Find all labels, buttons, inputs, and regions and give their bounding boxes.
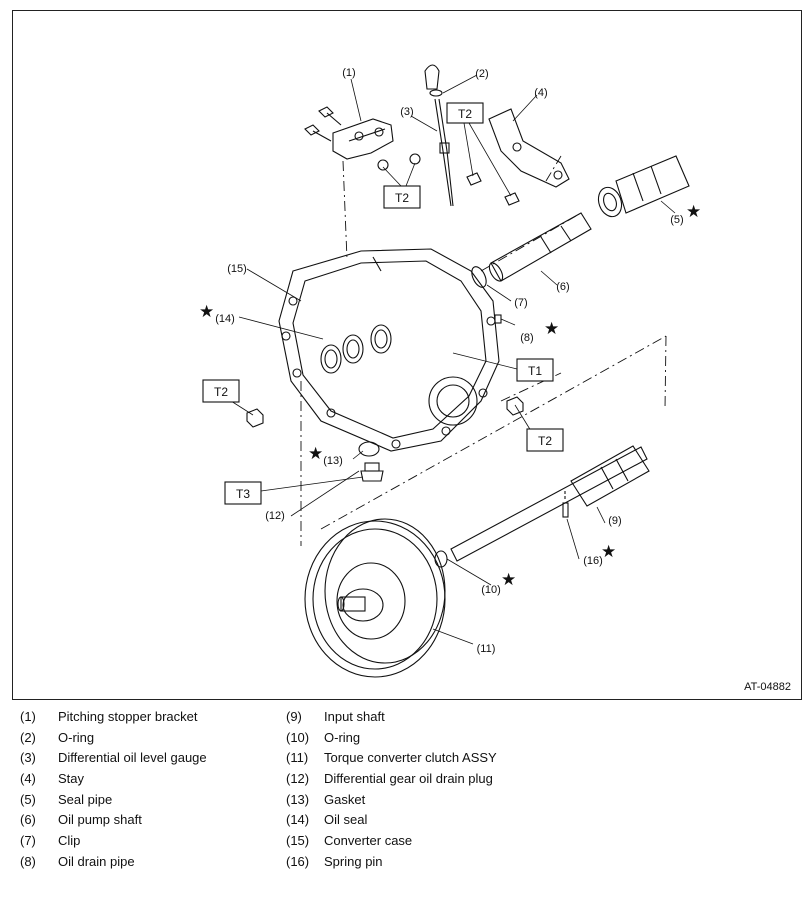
parts-legend: (1)Pitching stopper bracket (2)O-ring (3…: [0, 706, 810, 896]
clip: [471, 266, 487, 288]
callout-16: (16): [583, 555, 603, 567]
star-icon: ★: [686, 202, 701, 222]
legend-row: (3)Differential oil level gauge: [20, 750, 207, 766]
star-icon: ★: [501, 570, 516, 590]
bolt-right: [506, 396, 524, 416]
legend-row: (9)Input shaft: [286, 708, 385, 724]
leader-lines: [230, 74, 676, 645]
star-icon: ★: [199, 302, 214, 322]
callout-6: (6): [556, 281, 569, 293]
stay: [466, 108, 570, 206]
svg-text:T3: T3: [236, 487, 250, 501]
legend-row: (5)Seal pipe: [20, 791, 113, 807]
callout-14: (14): [215, 313, 235, 325]
torque-label-t1: T1: [516, 358, 554, 382]
legend-row: (16)Spring pin: [286, 853, 383, 869]
callout-9: (9): [608, 515, 621, 527]
legend-row: (2)O-ring: [20, 729, 95, 745]
callout-2: (2): [475, 68, 488, 80]
torque-label-t2-left: T2: [202, 379, 240, 403]
torque-converter: [304, 518, 446, 678]
svg-text:T2: T2: [458, 107, 472, 121]
gasket: [358, 441, 380, 457]
input-shaft: [450, 445, 650, 562]
spring-pin: [562, 502, 569, 518]
star-icon: ★: [601, 542, 616, 562]
legend-row: (8)Oil drain pipe: [20, 853, 135, 869]
alignment-lines: [300, 155, 667, 546]
legend-row: (14)Oil seal: [286, 812, 368, 828]
torque-label-t2-top: T2: [383, 185, 421, 209]
legend-row: (7)Clip: [20, 832, 81, 848]
star-icon: ★: [308, 444, 323, 464]
svg-text:T2: T2: [214, 385, 228, 399]
exploded-diagram: T2 T2 T2 T2 T1 T3 (1) (2) (3) (4) (5) (6…: [12, 10, 802, 700]
callout-15: (15): [227, 263, 247, 275]
bolt-left: [246, 408, 264, 428]
drain-plug: [360, 462, 384, 482]
callout-13: (13): [323, 455, 343, 467]
legend-column-right: (9)Input shaft (10)O-ring (11)Torque con…: [286, 706, 497, 872]
torque-label-t2-right: T2: [526, 428, 564, 452]
oil-pump-shaft: [488, 212, 592, 282]
converter-case: [278, 248, 500, 452]
legend-row: (10)O-ring: [286, 729, 361, 745]
oil-drain-pipe: [494, 314, 502, 324]
diagram-reference-code: AT-04882: [744, 681, 791, 693]
callout-7: (7): [514, 297, 527, 309]
callout-1: (1): [342, 67, 355, 79]
legend-row: (13)Gasket: [286, 791, 366, 807]
seal-pipe: [597, 155, 690, 218]
callout-8: (8): [520, 332, 533, 344]
callout-10: (10): [481, 584, 501, 596]
legend-row: (4)Stay: [20, 770, 85, 786]
callout-4: (4): [534, 87, 547, 99]
legend-row: (15)Converter case: [286, 832, 413, 848]
svg-text:T1: T1: [528, 364, 542, 378]
callout-3: (3): [400, 106, 413, 118]
oil-seal: [320, 324, 392, 374]
torque-label-t3: T3: [224, 481, 262, 505]
legend-row: (12)Differential gear oil drain plug: [286, 770, 493, 786]
callout-11: (11): [477, 643, 496, 655]
diagram-svg: T2 T2 T2 T2 T1 T3 (1) (2) (3) (4) (5) (6…: [199, 64, 701, 678]
oil-level-gauge: [424, 64, 454, 207]
legend-column-left: (1)Pitching stopper bracket (2)O-ring (3…: [20, 706, 207, 872]
legend-row: (11)Torque converter clutch ASSY: [286, 750, 497, 766]
svg-text:T2: T2: [395, 191, 409, 205]
legend-row: (6)Oil pump shaft: [20, 812, 142, 828]
torque-label-t2-stay: T2: [446, 102, 484, 124]
callout-5: (5): [670, 214, 683, 226]
svg-text:T2: T2: [538, 434, 552, 448]
star-icon: ★: [544, 319, 559, 339]
legend-row: (1)Pitching stopper bracket: [20, 708, 198, 724]
callout-12: (12): [265, 510, 285, 522]
